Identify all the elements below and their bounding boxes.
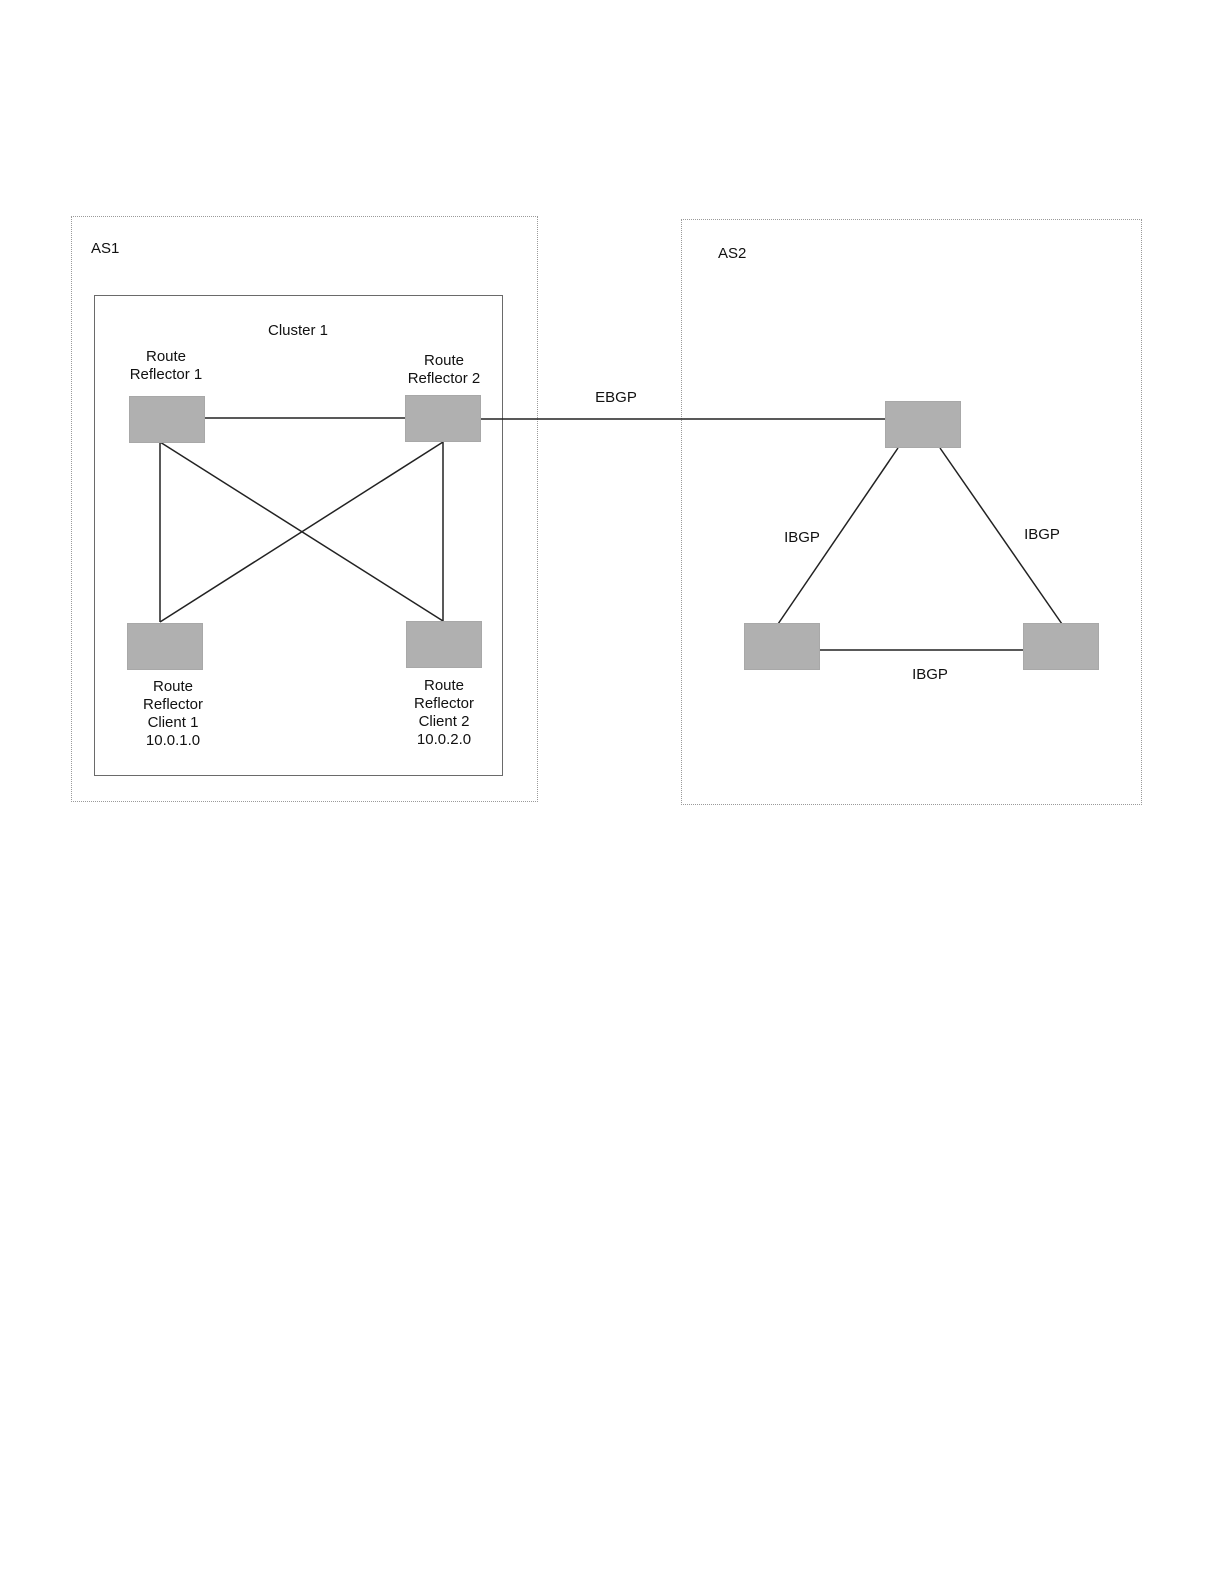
ebgp-label: EBGP	[576, 389, 656, 407]
client-2-label: Route Reflector Client 2 10.0.2.0	[384, 677, 504, 749]
route-reflector-2-router	[405, 395, 481, 442]
ibgp-bottom-label: IBGP	[890, 666, 970, 684]
cluster-1-title: Cluster 1	[248, 322, 348, 340]
ibgp-left-label: IBGP	[762, 529, 842, 547]
client-1-label: Route Reflector Client 1 10.0.1.0	[113, 678, 233, 750]
route-reflector-1-router	[129, 396, 205, 443]
as1-title: AS1	[91, 240, 119, 258]
as2-title: AS2	[718, 245, 746, 263]
client-2-router	[406, 621, 482, 668]
route-reflector-2-label: Route Reflector 2	[384, 352, 504, 388]
as2-top-router	[885, 401, 961, 448]
as2-right-router	[1023, 623, 1099, 670]
route-reflector-1-label: Route Reflector 1	[106, 348, 226, 384]
ibgp-right-label: IBGP	[1002, 526, 1082, 544]
client-1-router	[127, 623, 203, 670]
as2-left-router	[744, 623, 820, 670]
